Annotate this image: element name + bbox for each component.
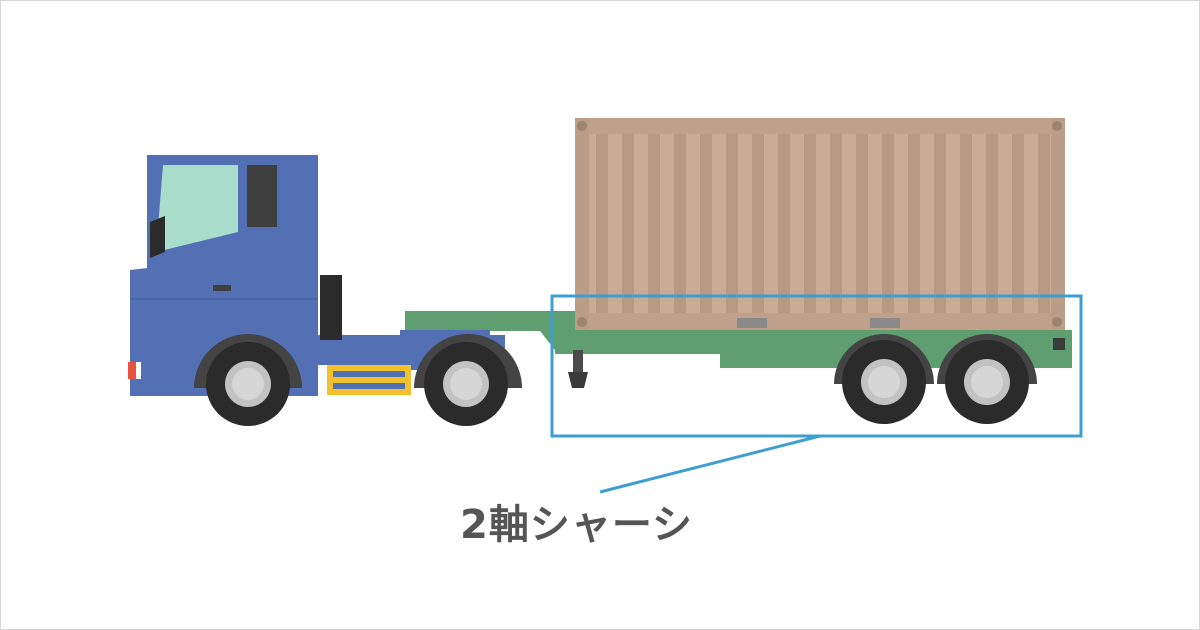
container-rib xyxy=(596,134,608,313)
trailer-wheel-rear xyxy=(937,334,1037,424)
container-rib xyxy=(622,134,634,313)
corner-casting xyxy=(577,317,587,327)
container-rib xyxy=(674,134,686,313)
container-rib xyxy=(778,134,790,313)
container-rib xyxy=(830,134,842,313)
tractor-wheel-rear xyxy=(414,334,522,426)
container-rib xyxy=(960,134,972,313)
trailer-wheel-front xyxy=(834,334,934,424)
container-rib xyxy=(700,134,712,313)
container-ribs xyxy=(596,134,1050,313)
container-rib xyxy=(986,134,998,313)
corner-casting xyxy=(1052,121,1062,131)
chassis-label: 2軸シャーシ xyxy=(460,502,694,548)
container-rib xyxy=(752,134,764,313)
container-rib xyxy=(1012,134,1024,313)
container-rib xyxy=(804,134,816,313)
container-rib xyxy=(882,134,894,313)
corner-casting xyxy=(577,121,587,131)
container-rib xyxy=(908,134,920,313)
tractor-wheel-front xyxy=(194,334,302,426)
container-rib xyxy=(648,134,660,313)
container-rib xyxy=(856,134,868,313)
callout-line xyxy=(599,434,821,494)
container-rib xyxy=(934,134,946,313)
container-rib xyxy=(726,134,738,313)
container-rib xyxy=(1038,134,1050,313)
shipping-container xyxy=(575,118,1065,330)
corner-casting xyxy=(1052,317,1062,327)
